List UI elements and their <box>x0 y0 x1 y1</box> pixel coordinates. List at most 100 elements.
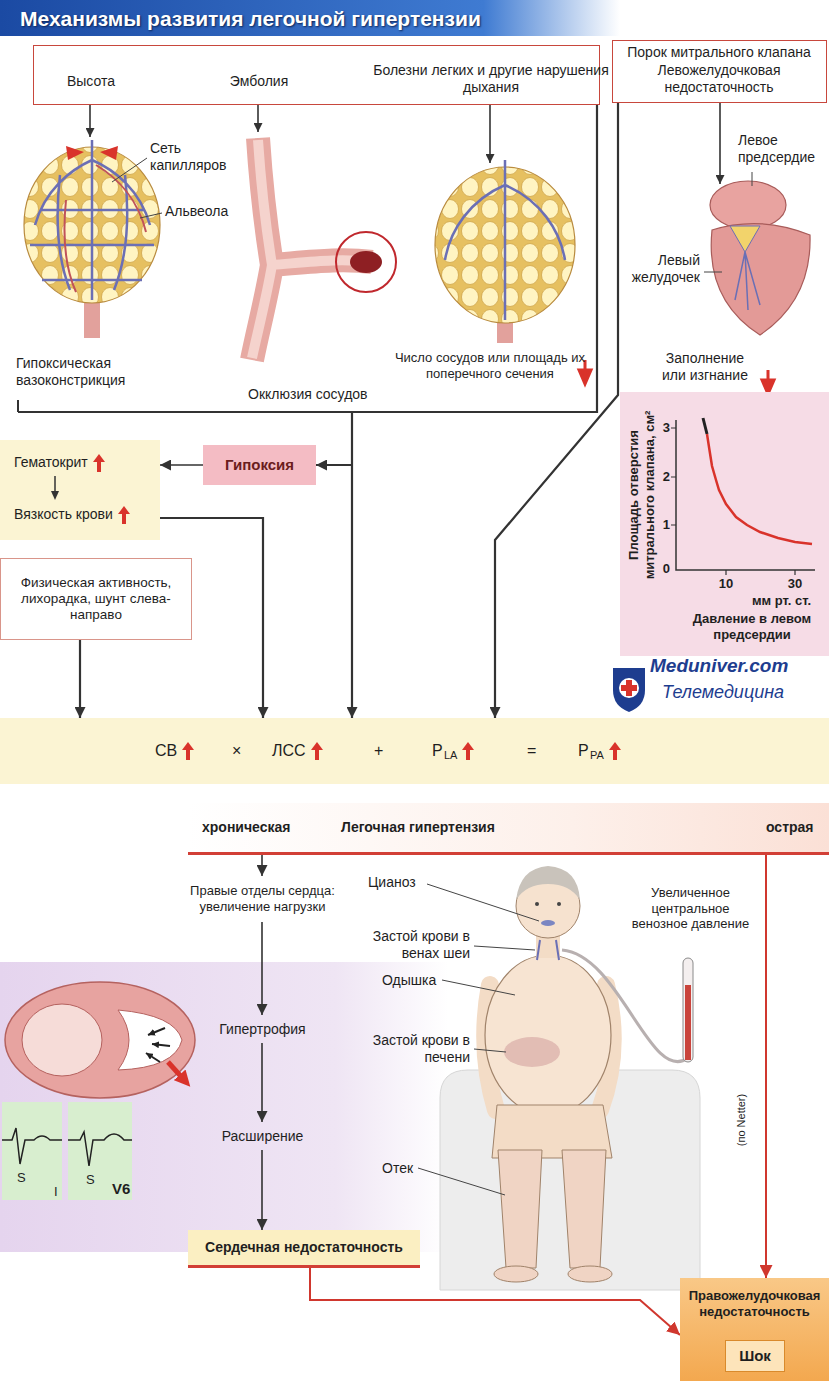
alveolus-constricted <box>64 165 146 292</box>
axis-unit: мм рт. ст. <box>752 593 811 609</box>
part-label: Левый желудочек <box>618 252 700 286</box>
venous-manometer <box>562 950 688 1062</box>
patient-figure <box>557 902 561 906</box>
watermark: Meduniver.com <box>650 655 788 678</box>
node-text: Порок митрального клапана <box>617 44 822 61</box>
connector-arrow <box>495 103 618 718</box>
venous-manometer <box>562 950 693 1062</box>
outcome-box: Шок Правожелудочковая недостаточность <box>680 1278 829 1381</box>
ecg-label: V6 <box>112 1180 130 1198</box>
left-heart <box>762 370 774 394</box>
tick-label: 30 <box>780 576 810 592</box>
patient-figure <box>537 940 559 960</box>
embolus-vessel <box>350 251 382 273</box>
box-label: Физическая активность, лихорадка, шунт с… <box>7 575 185 624</box>
increase-arrow <box>182 742 194 760</box>
patient-figure <box>541 920 555 926</box>
cause-arrow <box>89 105 91 137</box>
alveolus-reduced <box>445 160 565 320</box>
increase-arrow <box>118 506 130 524</box>
alveolus-constricted <box>66 146 118 160</box>
site-logo <box>613 668 645 712</box>
node-text: P <box>578 741 589 760</box>
node-text: СВ <box>155 741 177 760</box>
node-text: LA <box>444 749 457 762</box>
node-text: Вязкость крови <box>14 506 113 523</box>
part-label: Левое предсердие <box>738 132 826 166</box>
cause-arrow <box>719 103 721 184</box>
cause-box: ВысотаЭмболияБолезни легких и другие нар… <box>33 45 600 105</box>
connector-arrow <box>261 855 263 876</box>
node-text: хроническая <box>202 819 290 836</box>
ecg-trace <box>2 1102 62 1200</box>
mechanism-label: Гипоксическая вазоконстрикция <box>16 355 151 389</box>
left-heart <box>710 181 786 229</box>
embolus-vessel <box>252 138 372 360</box>
hypoxia-box: Гипоксия <box>203 445 316 485</box>
connector-arrow <box>160 464 203 466</box>
ecg-label: S <box>17 1170 26 1186</box>
left-heart <box>730 226 760 252</box>
outcome-box: Сердечная недостаточность <box>188 1230 420 1268</box>
flow-arrow <box>50 476 60 500</box>
alveolus-constricted <box>24 140 162 338</box>
right-heart-panel <box>0 962 448 1252</box>
step-text: Гипертрофия <box>205 1015 320 1043</box>
box-label: Гипоксия <box>225 456 294 474</box>
ecg-label: I <box>54 1184 58 1200</box>
node-text: Правожелудочковая недостаточность <box>682 1288 827 1319</box>
patient-figure <box>562 1150 606 1268</box>
source-note: (по Netter) <box>735 1080 748 1160</box>
part-label: Альвеола <box>165 203 228 220</box>
symptom-label: Отек <box>382 1160 413 1177</box>
cause-arrow <box>257 105 259 132</box>
mechanism-label: Окклюзия сосудов <box>248 386 368 403</box>
connector-arrow <box>765 855 767 1278</box>
increase-arrow <box>93 454 105 472</box>
box-label: Правые отделы сердца: увеличение нагрузк… <box>182 883 343 914</box>
connector-arrow <box>310 1268 680 1335</box>
left-heart <box>752 172 753 186</box>
tick-label: 1 <box>656 517 670 533</box>
left-heart <box>735 252 760 310</box>
cause-arrow <box>90 103 720 184</box>
ecg-label: S <box>86 1172 95 1188</box>
right-heart-panel <box>0 962 448 1252</box>
increase-arrow <box>182 742 194 760</box>
tick-label: 3 <box>656 420 670 436</box>
pressure-chart <box>620 392 829 656</box>
heart-section <box>168 1062 186 1082</box>
heart-section <box>5 982 195 1098</box>
node-text: Гематокрит <box>14 454 88 471</box>
blood-panel: ГематокритВязкость крови <box>0 440 160 540</box>
step-text: Расширение <box>205 1122 320 1150</box>
symptom-label: Цианоз <box>368 874 416 891</box>
node-text: + <box>374 741 383 760</box>
increase-arrow <box>311 742 323 760</box>
watermark: Телемедицина <box>662 682 784 704</box>
node-text: = <box>527 741 536 760</box>
patient-figure <box>494 1266 538 1282</box>
flow-arrow <box>54 476 56 492</box>
increase-arrow <box>609 742 621 760</box>
node-text: × <box>232 741 241 760</box>
heart-section <box>152 1044 170 1046</box>
heart-section <box>148 1028 165 1035</box>
embolus-vessel <box>252 138 396 360</box>
cause-arrow <box>489 105 491 163</box>
node-text: Эмболия <box>204 73 314 90</box>
axis-title: Площадь отверстия митрального клапана, с… <box>626 395 657 595</box>
patient-figure <box>516 866 580 900</box>
pressure-chart <box>671 428 795 575</box>
connector-arrow <box>261 1043 263 1122</box>
pressure-chart <box>676 420 815 570</box>
node-text: Левожелудочковая недостаточность <box>627 62 812 96</box>
title-banner <box>0 0 620 36</box>
patient-figure <box>504 1037 560 1067</box>
alveolus-constricted <box>30 140 154 300</box>
box-label: Гипертрофия <box>219 1021 305 1038</box>
connector-arrow <box>261 922 263 1015</box>
box-label: Шок <box>739 1347 771 1365</box>
patient-figure <box>535 902 539 906</box>
embolus-vessel <box>336 232 396 292</box>
